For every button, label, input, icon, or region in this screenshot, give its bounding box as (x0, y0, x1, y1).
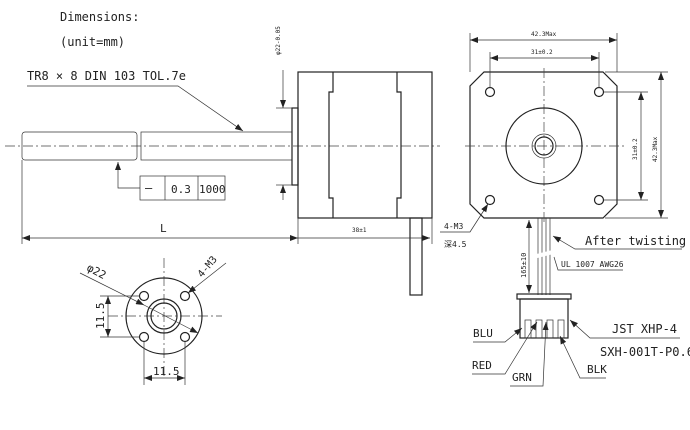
lead-length-label: 165±10 (520, 253, 528, 278)
nut-flange (125, 277, 203, 355)
wiring: 165±10 After twisting UL 1007 AWG26 JST … (472, 218, 690, 387)
connector-label: JST XHP-4 (612, 322, 677, 336)
flange-step (291, 107, 299, 186)
height-max-label: 42.3Max (652, 136, 659, 162)
front-view: 42.3Max 31±0.2 31±0.2 42.3Max 4-M3 深4.5 (440, 31, 668, 249)
shaft-hole (534, 136, 554, 156)
boss-circle (505, 107, 583, 185)
straightness-symbol: — (145, 181, 153, 195)
nut-spacing-v-label: 11.5 (94, 303, 107, 330)
length-label: L (160, 222, 167, 235)
after-twisting-label: After twisting (585, 234, 686, 248)
straightness-length: 1000 (199, 183, 226, 196)
wire-spec-label: UL 1007 AWG26 (561, 260, 624, 269)
thread-spec-label: TR8 × 8 DIN 103 TOL.7e (27, 69, 186, 83)
nut-diameter-label: φ22 (85, 261, 109, 282)
hole-spacing-h-label: 31±0.2 (531, 49, 553, 56)
mount-holes-label: 4-M3 (444, 222, 463, 231)
wire-color-grn: GRN (512, 371, 532, 384)
motor-face (469, 71, 618, 219)
wire-color-blu: BLU (473, 327, 493, 340)
hole-spacing-v-label: 31±0.2 (632, 138, 639, 160)
motor-body (297, 71, 433, 219)
body-length-label: 38±1 (352, 227, 367, 234)
wire-color-blk: BLK (587, 363, 607, 376)
side-view: TR8 × 8 DIN 103 TOL.7e φ22-0.05 — 0.3 10… (5, 26, 440, 296)
wire-color-red: RED (472, 359, 492, 372)
hole-depth-label: 深4.5 (444, 240, 467, 249)
unit-label: (unit=mm) (60, 35, 125, 49)
wire-bundle (536, 218, 554, 295)
nut-view: φ22 4-M3 11.5 11.5 (79, 254, 227, 385)
nut-spacing-h-label: 11.5 (153, 365, 180, 378)
dimensions-title: Dimensions: (60, 10, 139, 24)
jst-connector (516, 293, 572, 339)
terminal-label: SXH-001T-P0.6 (600, 345, 690, 359)
nut-holes-label: 4-M3 (196, 254, 220, 280)
rear-shaft (409, 217, 423, 296)
mount-holes (484, 86, 605, 206)
flange-diameter-label: φ22-0.05 (275, 26, 282, 55)
width-max-label: 42.3Max (531, 31, 557, 38)
straightness-tolerance: 0.3 (171, 183, 191, 196)
straightness-tolerance-box: — 0.3 1000 (139, 175, 226, 201)
